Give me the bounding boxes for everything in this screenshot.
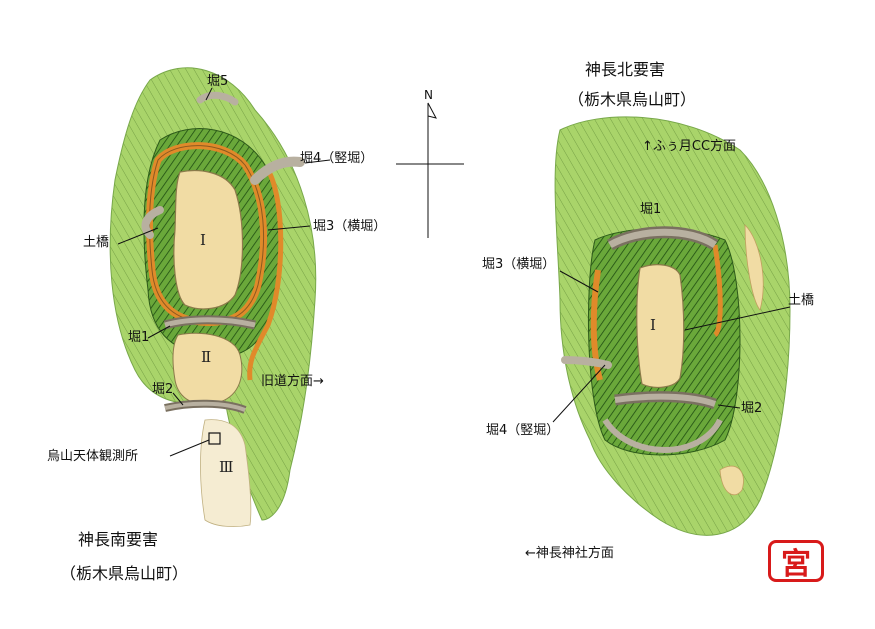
- north-label-hori2: 堀2: [741, 401, 763, 416]
- north-lower-moat: [602, 418, 723, 453]
- north-title: 神長北要害: [585, 60, 666, 79]
- south-label-dobashi: 土橋: [83, 235, 110, 250]
- north-arrow-icon: [427, 102, 437, 119]
- south-fort: [109, 67, 317, 527]
- south-label-hori1: 堀1: [128, 330, 150, 345]
- south-bailey-2: [172, 332, 243, 406]
- south-bailey-2-label: Ⅱ: [201, 348, 212, 366]
- observatory-marker: [208, 432, 221, 445]
- south-leader-lines: [117, 87, 331, 457]
- south-hori5-trench: [196, 91, 239, 106]
- north-side-bailey-right: [744, 224, 764, 311]
- south-label-kyudo: 旧道方面→: [261, 374, 324, 389]
- north-label-hori4: 堀4（竪堀）: [486, 423, 560, 438]
- north-fort: [554, 116, 791, 536]
- south-bailey-3-label: Ⅲ: [219, 458, 234, 476]
- north-leader-lines: [552, 270, 791, 423]
- south-moat-3: [247, 168, 284, 381]
- south-title: 神長南要害: [78, 530, 159, 549]
- south-label-hori2: 堀2: [152, 382, 174, 397]
- south-label-hori4: 堀4（竪堀）: [300, 151, 374, 166]
- compass-label: N: [424, 88, 433, 102]
- south-subtitle: （栃木県烏山町）: [60, 564, 189, 583]
- north-subtitle: （栃木県烏山町）: [568, 90, 697, 109]
- north-moat-3: [590, 269, 603, 381]
- north-hori4-trench: [561, 356, 612, 369]
- south-bailey-1-label: Ⅰ: [200, 231, 206, 249]
- north-label-hori3: 堀3（横堀）: [482, 257, 556, 272]
- north-side-bailey-lower: [719, 465, 744, 496]
- north-label-hori1: 堀1: [640, 202, 662, 217]
- south-label-hori5: 堀5: [207, 74, 229, 89]
- north-label-fuzuki: ↑ふぅ月CC方面: [642, 139, 737, 154]
- north-bailey-1: [636, 264, 685, 388]
- north-bailey-1-label: Ⅰ: [650, 316, 656, 334]
- south-label-hori3: 堀3（横堀）: [313, 219, 387, 234]
- south-bailey-1: [173, 169, 244, 310]
- north-label-shrine: ←神長神社方面: [525, 546, 614, 561]
- seal-stamp: 宮: [768, 540, 824, 582]
- north-label-dobashi: 土橋: [788, 293, 815, 308]
- south-label-observatory: 烏山天体観測所: [47, 449, 139, 464]
- seal-glyph: 宮: [781, 547, 811, 582]
- north-moat-right: [712, 244, 723, 338]
- compass: [396, 102, 464, 238]
- south-hori4-trench: [250, 156, 305, 185]
- south-bailey-3: [200, 419, 252, 527]
